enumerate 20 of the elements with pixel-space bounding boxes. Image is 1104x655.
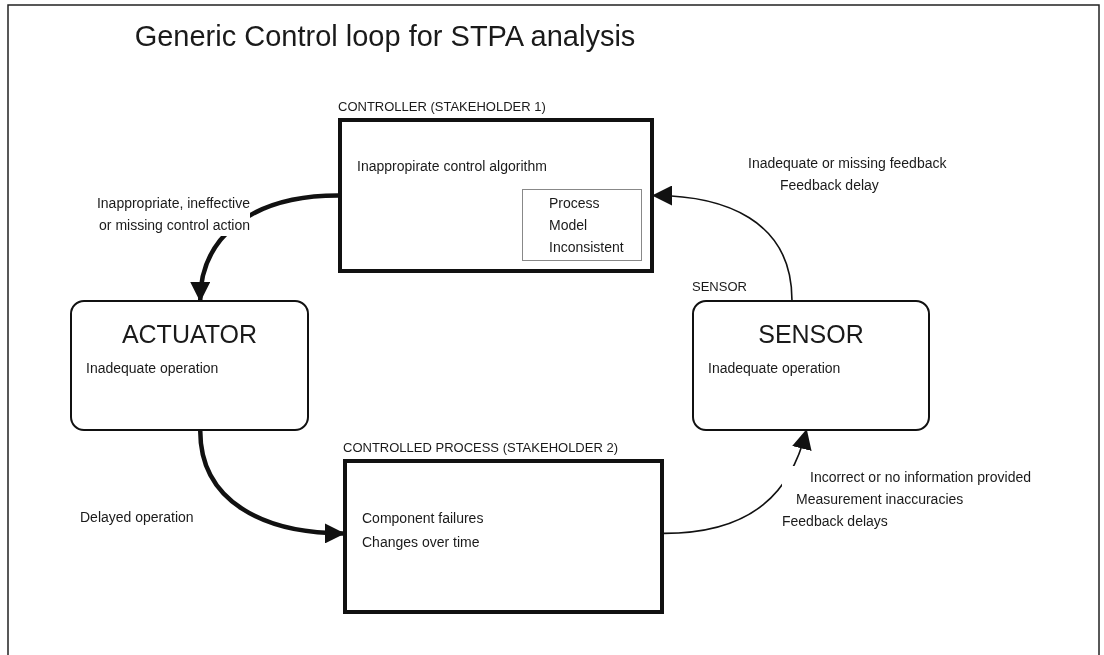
box-text: Inappropirate control algorithm	[357, 157, 548, 176]
box-text: Process Model Inconsistent	[549, 194, 625, 257]
box-title: ACTUATOR	[120, 320, 259, 349]
arrow	[663, 429, 811, 535]
diagram-title: Generic Control loop for STPA analysis	[133, 20, 637, 53]
arrow	[198, 430, 345, 543]
arrow	[652, 186, 793, 301]
box-heading: CONTROLLER (STAKEHOLDER 1)	[338, 99, 546, 114]
sensor-box	[692, 300, 930, 431]
process-model-box	[522, 189, 642, 261]
box-title: SENSOR	[757, 320, 865, 349]
box-text: Component failures Changes over time	[362, 509, 485, 552]
controlled-process-box	[343, 459, 664, 614]
edge-label: Incorrect or no information provided Measurement inaccuracies Feedback delays	[782, 466, 1031, 532]
controller-box	[338, 118, 654, 273]
box-text: Inadequate operation	[86, 359, 219, 378]
actuator-box	[70, 300, 309, 431]
box-text: Inadequate operation	[708, 359, 841, 378]
box-caption: SENSOR	[692, 279, 747, 294]
box-heading: CONTROLLED PROCESS (STAKEHOLDER 2)	[343, 440, 618, 455]
